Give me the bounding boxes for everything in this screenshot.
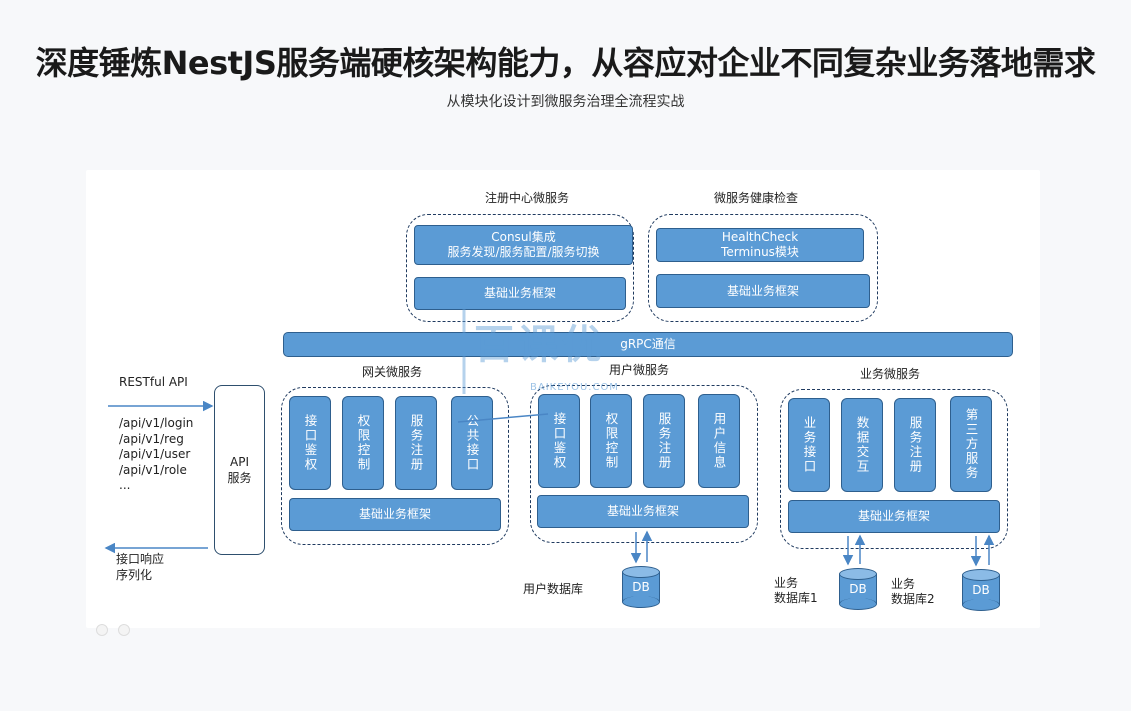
user-module: 权限控制 — [590, 394, 632, 488]
restful-label: RESTful API — [119, 375, 188, 389]
registry-base-box: 基础业务框架 — [414, 277, 626, 310]
connector-lines — [104, 400, 995, 567]
user-group — [530, 385, 758, 543]
business-group — [780, 389, 1008, 549]
grpc-bar: gRPC通信 — [283, 332, 1013, 357]
page-title: 深度锤炼NestJS服务端硬核架构能力，从容应对企业不同复杂业务落地需求 — [35, 44, 1096, 82]
slide-dot[interactable] — [96, 624, 108, 636]
business-module: 服务注册 — [894, 398, 936, 492]
gateway-module: 服务注册 — [395, 396, 437, 490]
endpoint-item: /api/v1/role — [119, 462, 187, 477]
business-db-1: DB — [839, 568, 877, 610]
gateway-user-link — [457, 413, 549, 423]
slide-dot[interactable] — [118, 624, 130, 636]
business-module: 业务接口 — [788, 398, 830, 492]
registry-group — [406, 214, 634, 322]
gateway-group — [281, 387, 509, 545]
healthcheck-box: HealthCheck Terminus模块 — [656, 228, 864, 262]
business-db2-label: 业务 数据库2 — [891, 577, 935, 606]
endpoint-list: /api/v1/login /api/v1/reg /api/v1/user /… — [119, 416, 193, 494]
business-db1-label: 业务 数据库1 — [774, 576, 818, 605]
gateway-module: 公共接口 — [451, 396, 493, 490]
registry-title: 注册中心微服务 — [485, 191, 570, 205]
gateway-module: 权限控制 — [342, 396, 384, 490]
page-subtitle: 从模块化设计到微服务治理全流程实战 — [446, 94, 685, 110]
gateway-base-box: 基础业务框架 — [289, 498, 501, 531]
health-title: 微服务健康检查 — [714, 191, 799, 205]
health-group — [648, 214, 878, 322]
user-module: 接口鉴权 — [538, 394, 580, 488]
endpoint-item: /api/v1/login — [119, 416, 194, 430]
endpoint-item: /api/v1/user — [119, 447, 191, 461]
gateway-title: 网关微服务 — [362, 365, 423, 379]
business-title: 业务微服务 — [860, 367, 921, 381]
user-base-box: 基础业务框架 — [537, 495, 749, 528]
endpoint-item: /api/v1/reg — [119, 431, 184, 446]
gateway-module: 接口鉴权 — [289, 396, 331, 490]
business-module: 第三方服务 — [950, 396, 992, 492]
user-db: DB — [622, 566, 660, 608]
business-base-box: 基础业务框架 — [788, 500, 1000, 533]
user-title: 用户微服务 — [609, 363, 670, 377]
consul-box: Consul集成 服务发现/服务配置/服务切换 — [414, 225, 633, 265]
health-base-box: 基础业务框架 — [656, 274, 870, 308]
response-label: 接口响应 序列化 — [116, 552, 165, 582]
architecture-diagram: 注册中心微服务 Consul集成 服务发现/服务配置/服务切换 基础业务框架 微… — [86, 170, 1040, 636]
user-module: 用户信息 — [698, 394, 740, 488]
endpoint-item: ... — [119, 478, 131, 492]
business-db-2: DB — [962, 569, 1000, 611]
user-db-label: 用户数据库 — [523, 582, 584, 596]
business-module: 数据交互 — [841, 398, 883, 492]
user-module: 服务注册 — [643, 394, 685, 488]
api-service-box: API 服务 — [214, 385, 265, 555]
